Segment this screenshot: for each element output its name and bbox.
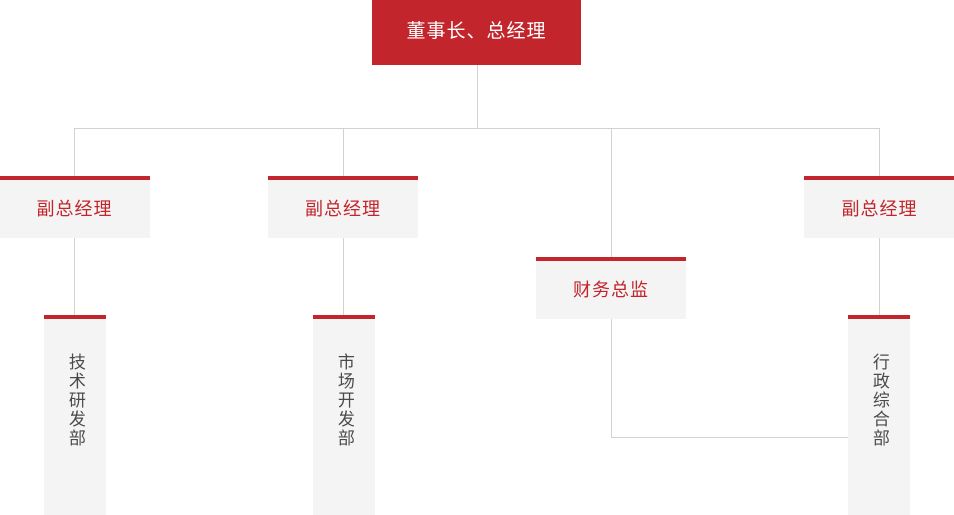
connector-drop-vgm3 — [879, 128, 880, 176]
connector-root-stem — [477, 65, 478, 128]
node-administrative-department[interactable]: 行政综合部 — [848, 315, 910, 515]
node-label: 副总经理 — [841, 199, 918, 219]
connector-bus — [74, 128, 880, 129]
node-financial-director[interactable]: 财务总监 — [536, 257, 686, 319]
connector-drop-vgm1 — [74, 128, 75, 176]
node-label: 技术研发部 — [65, 353, 85, 448]
node-deputy-general-manager-3[interactable]: 副总经理 — [804, 176, 954, 238]
node-label: 董事长、总经理 — [406, 21, 547, 42]
node-deputy-general-manager-1[interactable]: 副总经理 — [0, 176, 150, 238]
connector-cfo-to-dept3 — [611, 437, 879, 438]
node-label: 市场开发部 — [334, 353, 354, 448]
node-label: 财务总监 — [573, 280, 649, 300]
connector-vgm2-dept2 — [343, 238, 344, 315]
connector-vgm3-dept3 — [879, 238, 880, 315]
connector-cfo-stem — [611, 318, 612, 437]
node-chairman-general-manager[interactable]: 董事长、总经理 — [372, 0, 581, 65]
node-deputy-general-manager-2[interactable]: 副总经理 — [268, 176, 418, 238]
node-market-development-department[interactable]: 市场开发部 — [313, 315, 375, 515]
node-technology-rd-department[interactable]: 技术研发部 — [44, 315, 106, 515]
node-label: 行政综合部 — [869, 353, 889, 448]
connector-drop-vgm2 — [343, 128, 344, 176]
node-label: 副总经理 — [36, 199, 113, 219]
connector-drop-cfo — [611, 128, 612, 257]
connector-vgm1-dept1 — [74, 238, 75, 315]
node-label: 副总经理 — [305, 199, 381, 219]
